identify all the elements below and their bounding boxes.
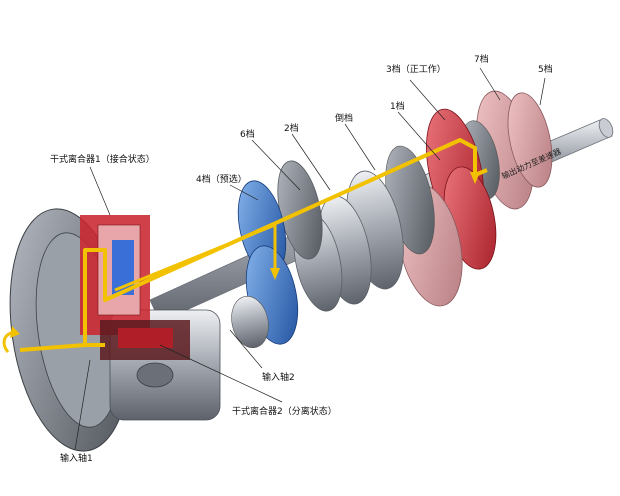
label-gear-2: 2档 — [284, 124, 299, 134]
preselected-power-path — [114, 222, 277, 292]
power-flow-arrowhead — [470, 172, 480, 184]
label-gear-5: 5档 — [538, 65, 553, 75]
engaged-power-path — [19, 138, 488, 352]
input-arrowhead-icon — [10, 326, 20, 338]
leader-lines — [74, 67, 546, 451]
label-clutch-1: 干式离合器1（接合状态） — [50, 155, 155, 165]
label-input-shaft-1: 输入轴1 — [60, 454, 93, 464]
label-input-shaft-2: 输入轴2 — [262, 373, 295, 383]
label-clutch-2: 干式离合器2（分离状态） — [232, 407, 337, 417]
clutch-2-disengaged — [100, 320, 190, 360]
label-gear-6: 6档 — [240, 130, 255, 140]
label-gear-3: 3档（正工作） — [386, 65, 446, 75]
label-reverse: 倒档 — [335, 114, 354, 124]
preselect-arrowhead — [270, 268, 280, 280]
label-gear-7: 7档 — [474, 55, 489, 65]
label-gear-1: 1档 — [390, 102, 405, 112]
clutch-1-engaged — [80, 215, 150, 335]
label-gear-4: 4档（预选） — [196, 175, 247, 185]
